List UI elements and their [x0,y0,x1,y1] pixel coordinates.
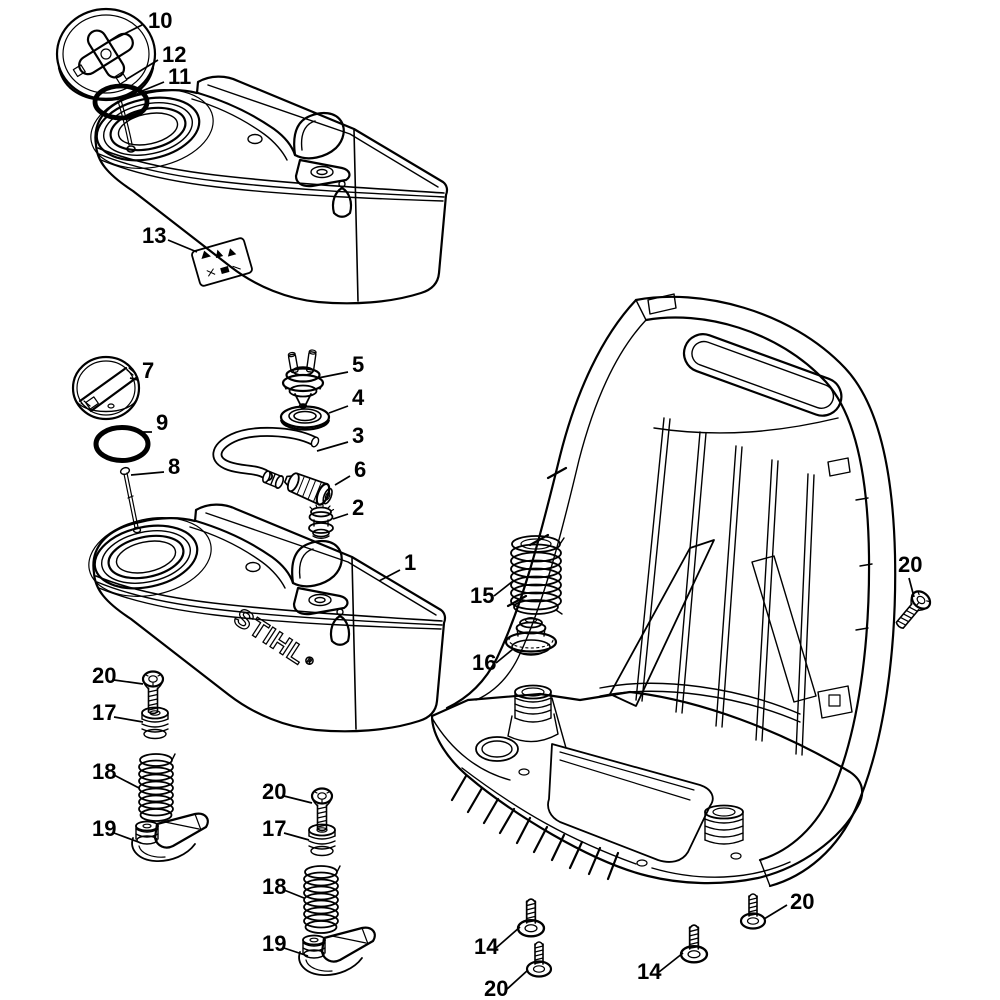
callout-part-19-23: 19 [262,931,286,956]
leader-line-part-19-23 [283,947,309,957]
rubber-buffer-drawing [504,617,558,656]
fuel-hose-drawing [212,427,320,481]
spring-seat-left [507,684,559,743]
leader-line-part-6-10 [334,475,351,486]
callout-part-20-25: 20 [484,976,508,1000]
leader-line-part-2-11 [332,513,349,520]
leader-line-part-14-26 [658,952,684,973]
fuel-tank-upper-drawing [82,75,449,305]
base-screw-14-middle [679,923,709,964]
leader-line-part-15-13 [493,580,514,597]
callout-part-17-17: 17 [92,700,116,725]
callout-part-2-11: 2 [352,495,364,520]
callout-part-20-16: 20 [92,663,116,688]
leader-line-part-7-4 [129,377,139,381]
cap-retainer-strap-drawing [117,99,136,153]
callout-part-16-14: 16 [472,650,496,675]
base-screw-20-right [739,892,767,930]
backpack-frame-drawing [430,293,897,888]
callout-part-11-2: 11 [168,64,191,89]
callout-part-14-24: 14 [474,934,499,959]
callout-part-12-1: 12 [162,42,186,67]
mount-stack-middle [298,787,376,977]
leader-line-part-10-0 [111,24,143,41]
leader-line-part-20-15 [908,577,915,598]
frame-screw-right [890,586,935,634]
callout-part-15-13: 15 [470,583,494,608]
leader-line-part-14-24 [495,926,521,949]
callout-part-7-4: 7 [142,358,154,383]
leader-line-part-20-16 [113,679,144,685]
base-screw-14-left [516,897,546,938]
callout-part-19-19: 19 [92,816,116,841]
mount-stack-left [131,670,209,863]
leader-line-part-8-6 [130,471,165,476]
leader-line-part-3-9 [316,441,349,452]
grommet-4-drawing [279,405,331,431]
vent-valve-drawing [281,349,325,409]
leader-line-part-19-19 [113,832,142,844]
callout-part-17-21: 17 [262,816,286,841]
o-ring-11-drawing [92,83,150,121]
callout-part-20-27: 20 [790,889,814,914]
callout-part-6-10: 6 [354,457,366,482]
leader-line-part-20-20 [283,795,313,804]
callout-part-20-20: 20 [262,779,286,804]
callout-part-3-9: 3 [352,423,364,448]
base-screw-20-left [525,940,553,978]
callout-part-5-7: 5 [352,352,364,377]
callout-part-18-22: 18 [262,874,286,899]
leader-line-part-4-8 [328,405,349,414]
callout-part-18-18: 18 [92,759,116,784]
leader-line-part-18-18 [113,774,140,789]
tank-cap-drawing [71,355,141,421]
o-ring-9-drawing [93,425,151,463]
callout-part-10-0: 10 [148,8,172,33]
hose-connector-drawing [262,470,285,489]
warning-label-sticker [191,237,253,287]
leader-line-part-11-2 [141,81,165,92]
vent-pin-drawing [119,466,142,534]
leader-line-part-12-1 [126,59,159,80]
leader-line-part-16-14 [495,648,514,664]
leader-line-part-18-22 [283,889,305,899]
callout-part-14-26: 14 [637,959,662,984]
fuel-filter-drawing [283,472,333,506]
leader-line-part-1-12 [378,569,401,582]
leader-line-part-17-21 [283,832,310,841]
leader-line-part-17-17 [113,716,144,723]
spring-seat-right [704,804,744,845]
callout-part-4-8: 4 [352,385,365,410]
fuel-tank-main-drawing: STIHL ® [80,503,447,733]
callout-part-9-5: 9 [156,410,168,435]
leader-line-part-20-27 [763,904,788,920]
callout-part-8-6: 8 [168,454,180,479]
callout-part-1-12: 1 [404,550,416,575]
leader-line-part-20-25 [505,969,529,991]
leader-line-part-5-7 [317,371,349,379]
callout-part-13-3: 13 [142,223,166,248]
grommet-2-drawing [308,504,335,539]
callout-part-20-15: 20 [898,552,922,577]
frame-spring-drawing [510,535,565,615]
leader-line-part-13-3 [167,239,198,253]
